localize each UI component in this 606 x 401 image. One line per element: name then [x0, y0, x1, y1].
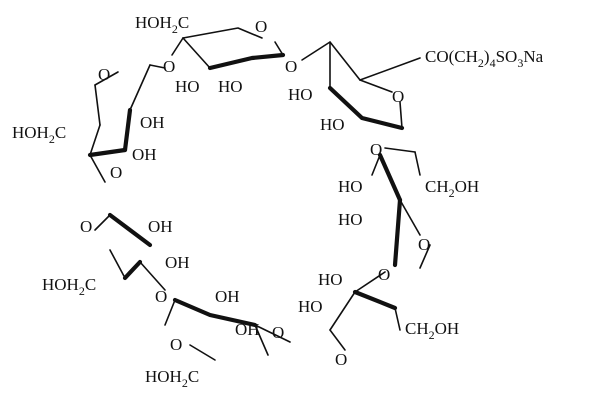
substituent-label: CO(CH2)4SO3Na: [425, 47, 544, 70]
glycosidic-oxygen: O: [110, 163, 122, 182]
ring-oxygen: O: [98, 65, 110, 84]
bond: [94, 214, 111, 231]
ring-oxygen: O: [170, 335, 182, 354]
bond: [274, 41, 284, 56]
bond: [399, 199, 421, 236]
bond: [399, 101, 403, 129]
ring-oxygen: O: [418, 235, 430, 254]
bond-bold: [87, 147, 128, 158]
bond: [414, 151, 421, 176]
bond-bold: [392, 197, 403, 268]
bond: [301, 41, 361, 81]
bond-bold: [377, 152, 403, 203]
glycosidic-oxygen: O: [272, 323, 284, 342]
bond: [189, 344, 216, 361]
bond-bold: [327, 85, 405, 131]
bond: [329, 291, 356, 331]
glycosidic-oxygen: O: [370, 140, 382, 159]
bond: [164, 299, 176, 326]
hydroxyl-label: OH: [148, 217, 173, 236]
ring-oxygen: O: [255, 17, 267, 36]
ch2oh-label: CH2OH: [425, 177, 479, 200]
hoh2c-label: HOH2C: [135, 13, 189, 36]
bond: [359, 79, 393, 93]
glycosidic-oxygen: O: [378, 265, 390, 284]
glycosidic-oxygen: O: [163, 57, 175, 76]
bond: [254, 324, 291, 343]
hydroxyl-label: HO: [320, 115, 345, 134]
bond: [109, 249, 126, 279]
bond: [394, 307, 401, 331]
hydroxyl-label: OH: [235, 320, 260, 339]
ring-bonds: [87, 27, 431, 361]
bond: [129, 64, 151, 111]
bond: [182, 27, 263, 39]
bond-bold: [107, 212, 153, 248]
bond: [182, 37, 211, 69]
bond: [419, 244, 431, 269]
bond: [371, 154, 381, 176]
hydroxyl-label: HO: [288, 85, 313, 104]
hydroxyl-label: OH: [215, 287, 240, 306]
hydroxyl-label: HO: [298, 297, 323, 316]
bond: [329, 329, 346, 351]
hoh2c-label: HOH2C: [42, 275, 96, 298]
hydroxyl-label: HO: [338, 210, 363, 229]
bond: [384, 147, 416, 153]
bond: [89, 124, 101, 156]
bond: [94, 84, 101, 126]
bond: [171, 37, 184, 56]
hydroxyl-label: HO: [338, 177, 363, 196]
bond: [254, 324, 269, 356]
hydroxyl-label: OH: [140, 113, 165, 132]
bond: [94, 71, 119, 86]
bond: [354, 271, 386, 293]
ring-oxygen: O: [80, 217, 92, 236]
bond-bold: [122, 259, 143, 281]
ring-oxygen: O: [392, 87, 404, 106]
bond-bold: [172, 297, 258, 328]
bond: [89, 154, 106, 183]
bond-bold: [122, 107, 133, 153]
hydroxyl-label: HO: [218, 77, 243, 96]
hydroxyl-label: HO: [318, 270, 343, 289]
hoh2c-label: HOH2C: [145, 367, 199, 390]
hydroxyl-label: OH: [132, 145, 157, 164]
bond-bold: [207, 52, 286, 71]
hydroxyl-label: OH: [165, 253, 190, 272]
atom-labels: CO(CH2)4SO3Na HOH2C HOH2C HOH2C HOH2C CH…: [12, 13, 544, 390]
bond: [139, 261, 166, 291]
ring-oxygen: O: [335, 350, 347, 369]
ch2oh-label: CH2OH: [405, 319, 459, 342]
bond: [359, 57, 421, 81]
bond-bold: [352, 289, 398, 311]
hydroxyl-label: HO: [175, 77, 200, 96]
glycosidic-oxygen: O: [155, 287, 167, 306]
bond: [149, 64, 166, 69]
hoh2c-label: HOH2C: [12, 123, 66, 146]
glycosidic-oxygen: O: [285, 57, 297, 76]
